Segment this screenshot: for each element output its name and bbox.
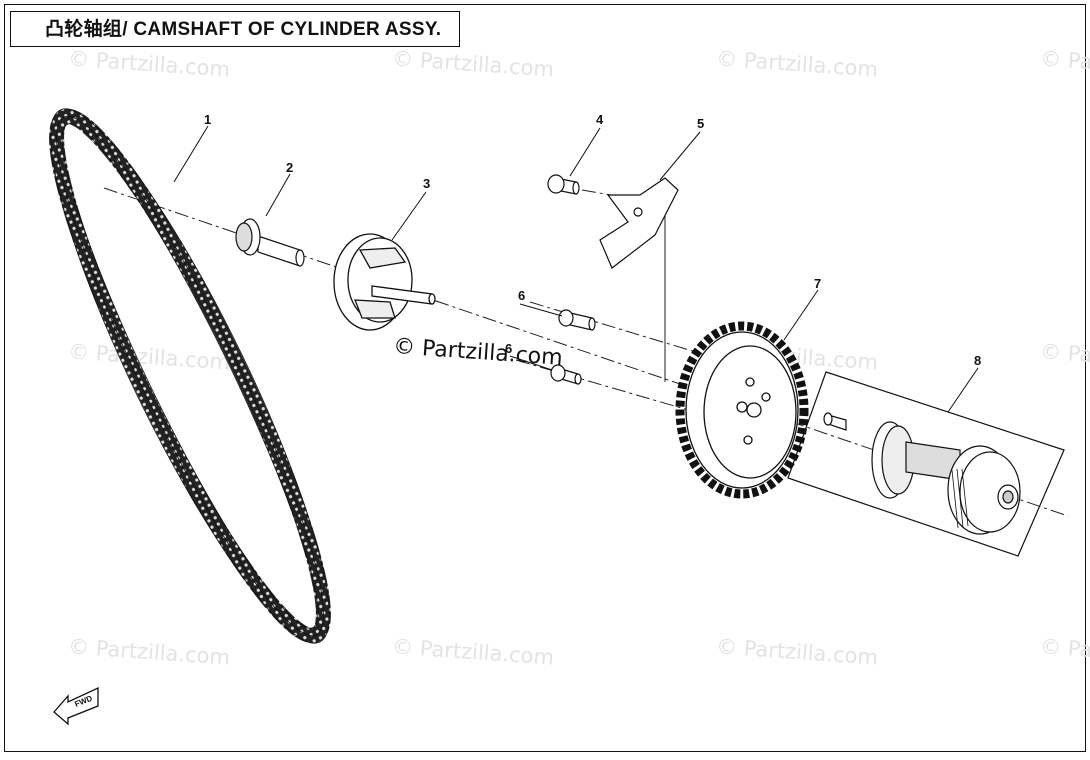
callout-6-lower: 6 bbox=[505, 341, 512, 356]
flange-bolt bbox=[235, 218, 305, 267]
callout-4: 4 bbox=[596, 112, 604, 127]
lock-plate bbox=[599, 177, 679, 269]
drawing-frame bbox=[4, 4, 1086, 752]
cam-sprocket bbox=[675, 321, 809, 499]
dowel-pin-lower bbox=[550, 364, 582, 385]
callout-1: 1 bbox=[204, 112, 211, 127]
timing-chain bbox=[49, 108, 331, 644]
small-bolt bbox=[547, 174, 580, 195]
callout-3: 3 bbox=[423, 176, 430, 191]
forward-arrow-icon: FWD bbox=[53, 686, 99, 726]
dowel-pin-upper bbox=[558, 309, 596, 331]
diagram-title: 凸轮轴组/ CAMSHAFT OF CYLINDER ASSY. bbox=[10, 11, 460, 47]
cam-plate bbox=[333, 233, 436, 331]
camshaft-assembly bbox=[787, 371, 1065, 557]
callout-2: 2 bbox=[286, 160, 293, 175]
callout-6-upper: 6 bbox=[518, 288, 525, 303]
callout-8: 8 bbox=[974, 353, 981, 368]
callout-7: 7 bbox=[814, 276, 821, 291]
callout-5: 5 bbox=[697, 116, 704, 131]
